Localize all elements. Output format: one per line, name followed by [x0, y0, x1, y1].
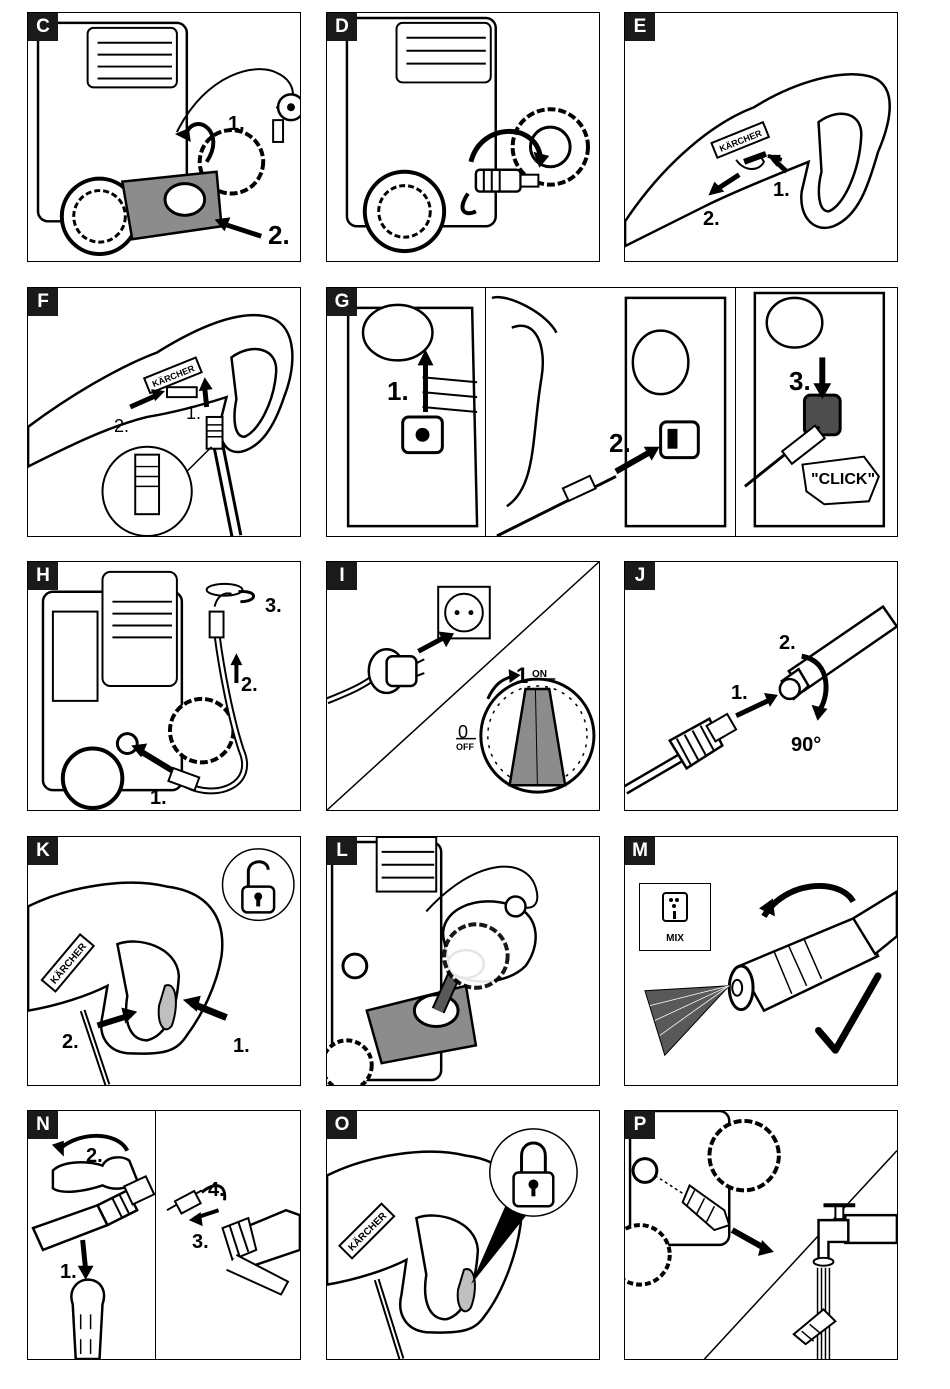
panel-tag: I: [327, 562, 357, 590]
step-1-label: 1.: [228, 113, 245, 136]
water-supply-hose-illustration: [28, 562, 300, 810]
panel-j: J 1. 2. 90°: [624, 561, 898, 811]
step-2-label: 2.: [609, 428, 631, 459]
detergent-nozzle-fill-illustration: [28, 1111, 300, 1359]
nozzle-spray-illustration: [625, 837, 897, 1085]
step-2-label: 2.: [86, 1145, 103, 1168]
step-1-label: 1.: [60, 1261, 77, 1284]
panel-tag: G: [327, 288, 357, 316]
panel-h: H 1. 2. 3.: [27, 561, 301, 811]
step-3-label: 3.: [789, 366, 811, 397]
panel-tag: H: [28, 562, 58, 590]
step-2-label: 2.: [62, 1031, 79, 1054]
step-2-label: 2.: [114, 416, 129, 437]
click-sound-label: "CLICK": [811, 471, 875, 489]
panel-e: E KÄRCHER 1. 2.: [624, 12, 898, 262]
panel-tag: E: [625, 13, 655, 41]
step-4-label: 4.: [208, 1179, 225, 1202]
step-1-label: 1.: [731, 682, 748, 705]
step-1-label: 1.: [186, 403, 201, 424]
step-3-label: 3.: [192, 1231, 209, 1254]
switch-off-label: OFF: [456, 742, 474, 752]
panel-i: I 1 ON 0 OFF: [326, 561, 600, 811]
checkmark-icon: [819, 976, 879, 1050]
panel-tag: O: [327, 1111, 357, 1139]
machine-hose-connector-illustration: [327, 13, 599, 261]
rotation-angle-label: 90°: [791, 734, 821, 757]
panel-tag: P: [625, 1111, 655, 1139]
switch-off-number: 0: [458, 722, 468, 743]
step-2-label: 2.: [241, 674, 258, 697]
panel-tag: J: [625, 562, 655, 590]
step-2-label: 2.: [268, 220, 290, 251]
step-2-label: 2.: [779, 632, 796, 655]
spray-gun-hose-illustration: KÄRCHER: [28, 288, 300, 536]
panel-tag: C: [28, 13, 58, 41]
panel-tag: L: [327, 837, 357, 865]
machine-detergent-tank-illustration: [28, 13, 300, 261]
panel-tag: K: [28, 837, 58, 865]
panel-p: P: [624, 1110, 898, 1360]
step-1-label: 1.: [773, 179, 790, 202]
step-1-label: 1.: [233, 1035, 250, 1058]
step-1-label: 1.: [150, 787, 167, 810]
panel-d: D: [326, 12, 600, 262]
panel-m: M MIX: [624, 836, 898, 1086]
water-filter-cleaning-illustration: [625, 1111, 897, 1359]
power-plug-and-switch-illustration: [327, 562, 599, 810]
spray-lance-attachment-illustration: [625, 562, 897, 810]
switch-on-label: ON: [532, 669, 547, 680]
step-3-label: 3.: [265, 595, 282, 618]
spray-gun-illustration: KÄRCHER: [625, 13, 897, 261]
panel-f: F KÄRCHER 1. 2.: [27, 287, 301, 537]
panel-g: G 1. 2. 3. "CLICK": [326, 287, 898, 537]
panel-k: K KÄRCHER 1. 2.: [27, 836, 301, 1086]
panel-tag: D: [327, 13, 357, 41]
step-1-label: 1.: [387, 376, 409, 407]
panel-n: N 1. 2. 3. 4.: [27, 1110, 301, 1360]
detergent-bottle-insert-illustration: [327, 837, 599, 1085]
switch-on-number: 1: [516, 663, 528, 689]
step-2-label: 2.: [703, 208, 720, 231]
panel-tag: N: [28, 1111, 58, 1139]
panel-l: L: [326, 836, 600, 1086]
hose-click-connection-illustration: [327, 288, 897, 536]
panel-o: O KÄRCHER: [326, 1110, 600, 1360]
water-tap-icon: [814, 1205, 897, 1266]
trigger-lock-illustration: KÄRCHER: [327, 1111, 599, 1359]
wall-socket-icon: [438, 587, 490, 639]
panel-tag: M: [625, 837, 655, 865]
panel-c: C 1. 2.: [27, 12, 301, 262]
panel-tag: F: [28, 288, 58, 316]
